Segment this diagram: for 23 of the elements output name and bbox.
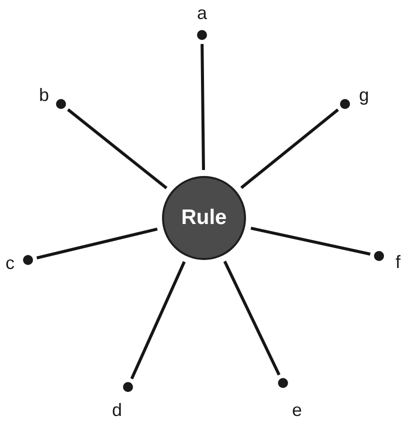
- point-label: b: [39, 86, 50, 104]
- dot-icon: [197, 30, 207, 40]
- point-label: e: [292, 401, 302, 419]
- spoke-line: [240, 108, 339, 189]
- spoke-line: [223, 260, 280, 376]
- dot-icon: [278, 378, 288, 388]
- spoke-line: [200, 44, 205, 170]
- point-label: f: [396, 253, 401, 271]
- spoke-line: [67, 108, 168, 190]
- spoke-line: [36, 228, 158, 260]
- spoke-line: [250, 226, 371, 256]
- point-label: g: [359, 86, 370, 104]
- dot-icon: [56, 99, 66, 109]
- dot-icon: [374, 251, 384, 261]
- point-label: a: [197, 4, 208, 22]
- circle-node: [162, 176, 246, 260]
- dot-icon: [340, 99, 350, 109]
- dot-icon: [23, 255, 33, 265]
- spoke-line: [130, 261, 186, 380]
- point-label: d: [112, 401, 122, 419]
- point-label: c: [6, 254, 14, 272]
- node-label: Rule: [181, 206, 227, 230]
- dot-icon: [123, 382, 133, 392]
